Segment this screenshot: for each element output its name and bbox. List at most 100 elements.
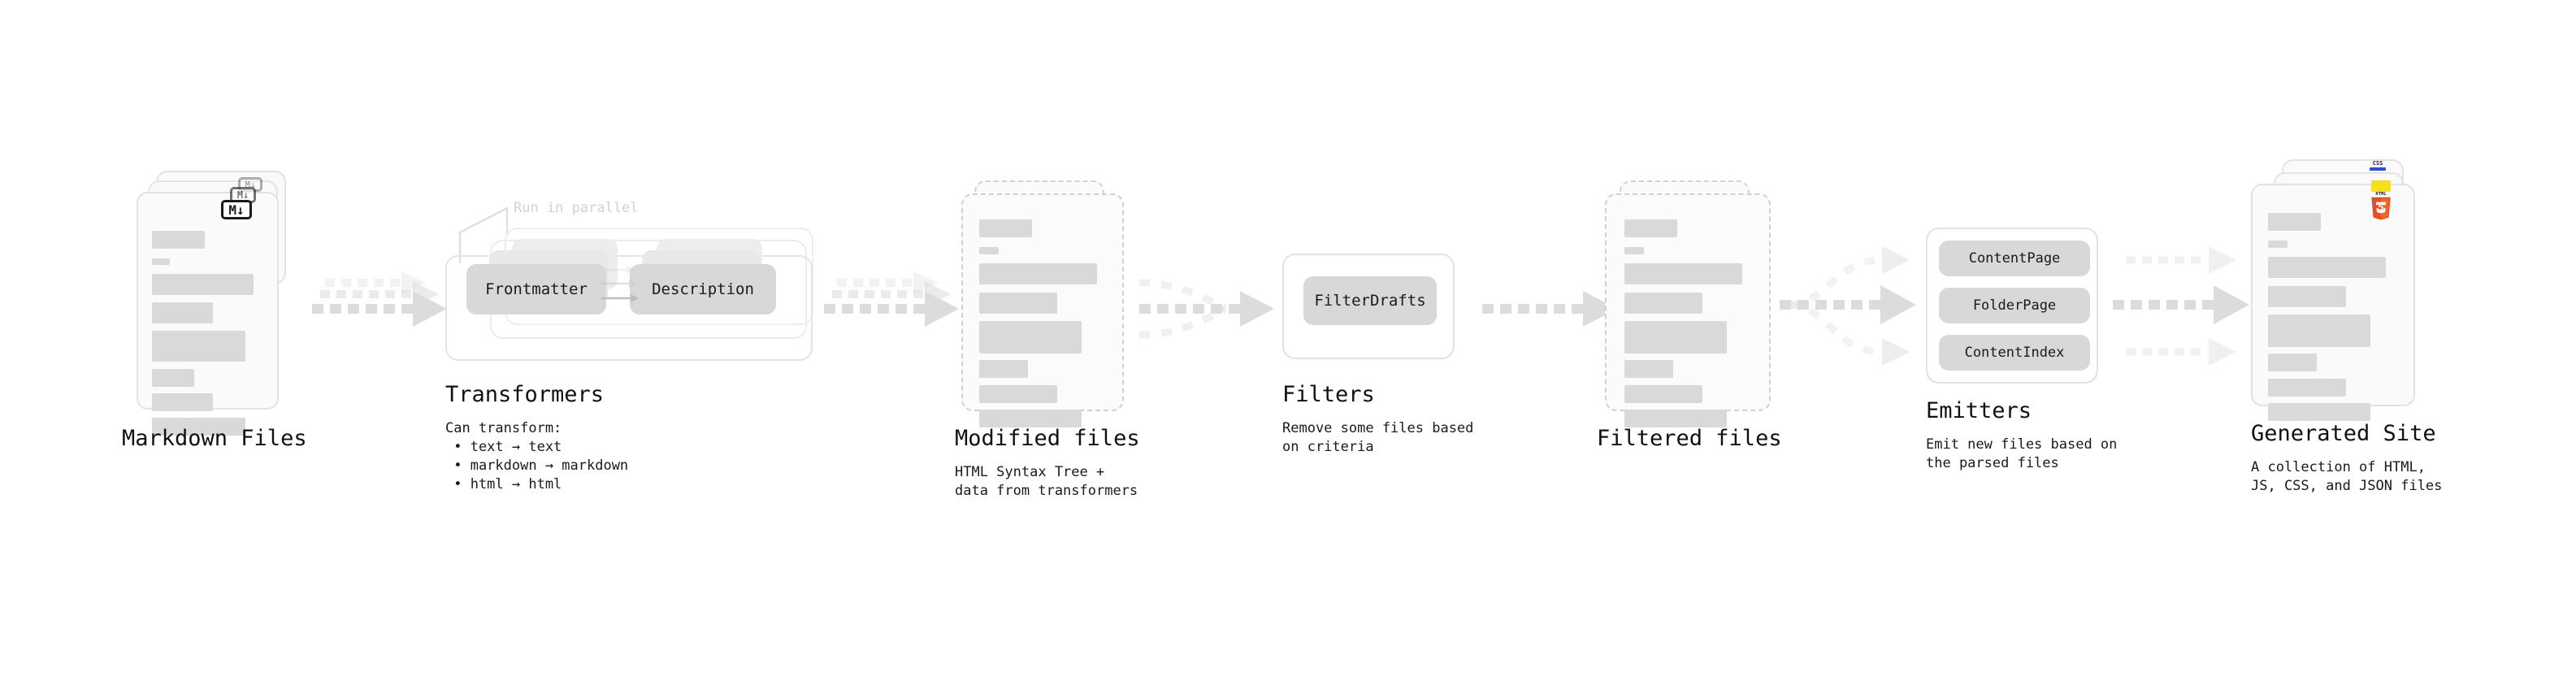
connector-modified-to-filters <box>1138 268 1292 349</box>
markdown-badge-front: M↓ <box>221 200 252 219</box>
markdown-badge-label: M↓ <box>228 202 245 218</box>
stage-subtitle-modified-files: HTML Syntax Tree + data from transformer… <box>955 464 1138 499</box>
skeleton-line <box>2268 403 2370 421</box>
converge-middle <box>1139 291 1274 327</box>
stage-subtitle-emitters: Emit new files based on the parsed files <box>1926 436 2118 471</box>
stage-emitters: ContentPage FolderPage ContentIndex Emit… <box>1926 0 2186 681</box>
run-in-parallel-note: Run in parallel <box>514 200 639 216</box>
site-card-front <box>2251 184 2415 421</box>
connector-filtered-to-emitters <box>1778 232 1924 378</box>
skeleton-line <box>979 293 1057 314</box>
filter-pill-filterdrafts[interactable]: FilterDrafts <box>1303 276 1437 325</box>
stage-title-filters: Filters <box>1282 382 1375 407</box>
html5-wordmark: HTML <box>2375 192 2387 197</box>
stage-subtitle-transformers: Can transform: • text → text • markdown … <box>445 420 629 492</box>
skeleton-line <box>152 369 194 387</box>
js-badge <box>2371 180 2391 192</box>
stage-filters: FilterDrafts Filters Remove some files b… <box>1282 0 1526 681</box>
skeleton-line <box>979 385 1057 403</box>
stage-title-generated-site: Generated Site <box>2251 421 2436 446</box>
stage-subtitle-filters: Remove some files based on criteria <box>1282 420 1474 455</box>
css-badge: CSS <box>2370 160 2386 171</box>
skeleton-line <box>979 321 1082 354</box>
skeleton-line <box>1624 360 1673 378</box>
skeleton-line <box>1624 247 1644 254</box>
filters-box: FilterDrafts <box>1282 254 1455 359</box>
emitter-pill-contentindex[interactable]: ContentIndex <box>1939 335 2090 371</box>
html5-numeral: 5 <box>2378 202 2383 213</box>
connector-emitters-to-site <box>2111 232 2257 378</box>
transformers-box-front: Frontmatter Description <box>445 239 813 361</box>
transformer-pill-label: Frontmatter <box>485 280 588 298</box>
arrow-top <box>2126 246 2236 274</box>
emitters-box: ContentPage FolderPage ContentIndex <box>1926 228 2098 384</box>
stage-title-markdown-files: Markdown Files <box>122 426 307 451</box>
stage-markdown-files: M↓ M↓ M↓ Markdown Files <box>122 0 333 681</box>
connector-transformers-to-modified <box>822 268 965 349</box>
skeleton-line <box>979 247 999 254</box>
converge-bottom <box>1138 306 1228 339</box>
skeleton-line <box>1624 293 1702 314</box>
stage-title-filtered-files: Filtered files <box>1597 426 1782 451</box>
connector-markdown-to-transformers <box>310 268 453 349</box>
arrow-layer-front <box>312 291 447 327</box>
skeleton-line <box>152 393 213 411</box>
emitter-pill-folderpage[interactable]: FolderPage <box>1939 288 2090 323</box>
stage-filtered-files: Filtered files <box>1597 0 1808 681</box>
skeleton-line <box>152 274 254 295</box>
stage-transformers: Run in parallel Frontmatter Description <box>445 0 835 681</box>
html5-badge: HTML 5 <box>2369 190 2393 221</box>
markdown-badge-label: M↓ <box>236 189 249 201</box>
transformer-pill-label: Description <box>652 280 754 298</box>
skeleton-line <box>979 219 1032 237</box>
branch-up-arrowhead <box>1882 246 1910 274</box>
markdown-card-front <box>137 192 279 436</box>
arrow-bottom <box>2126 338 2236 366</box>
emitter-pill-label: ContentPage <box>1968 250 2061 267</box>
stage-title-transformers: Transformers <box>445 382 605 407</box>
stage-modified-files: Modified files HTML Syntax Tree + data f… <box>955 0 1166 681</box>
skeleton-line <box>2268 257 2386 278</box>
skeleton-line <box>152 331 245 362</box>
stage-generated-site: CSS HTML 5 Generated Site A collection o… <box>2251 0 2511 681</box>
branch-up <box>1789 256 1881 309</box>
stage-title-emitters: Emitters <box>1926 398 2032 423</box>
skeleton-line <box>152 418 245 436</box>
skeleton-line <box>2268 379 2346 397</box>
css-badge-label: CSS <box>2372 160 2383 167</box>
run-in-parallel-bracket <box>458 206 509 263</box>
branch-middle <box>1780 285 1916 324</box>
transformer-pill-frontmatter[interactable]: Frontmatter <box>466 264 606 314</box>
skeleton-line <box>979 410 1082 427</box>
skeleton-line <box>979 263 1097 284</box>
skeleton-line <box>1624 219 1677 237</box>
arrow-middle <box>2113 285 2249 324</box>
filter-pill-label: FilterDrafts <box>1314 292 1426 310</box>
skeleton-line <box>979 360 1028 378</box>
stage-subtitle-generated-site: A collection of HTML, JS, CSS, and JSON … <box>2251 459 2443 494</box>
filtered-card-front <box>1605 193 1771 427</box>
branch-down <box>1789 301 1881 356</box>
skeleton-line <box>2268 354 2317 371</box>
skeleton-line <box>2268 286 2346 307</box>
skeleton-line <box>2268 213 2321 231</box>
skeleton-line <box>152 231 205 249</box>
connector-filters-to-filtered <box>1481 288 1627 337</box>
skeleton-line <box>1624 321 1727 354</box>
skeleton-line <box>2268 314 2370 347</box>
emitter-pill-contentpage[interactable]: ContentPage <box>1939 241 2090 276</box>
stage-title-modified-files: Modified files <box>955 426 1140 451</box>
modified-card-front <box>961 193 1124 427</box>
skeleton-line <box>2268 241 2288 248</box>
arrow-layer-front <box>824 291 959 327</box>
skeleton-line <box>1624 263 1742 284</box>
transformer-inner-arrows <box>598 266 639 302</box>
skeleton-line <box>152 258 170 265</box>
skeleton-line <box>152 302 213 323</box>
transformer-pill-description[interactable]: Description <box>630 264 776 314</box>
skeleton-line <box>1624 410 1727 427</box>
branch-down-arrowhead <box>1882 338 1910 366</box>
emitter-pill-label: FolderPage <box>1972 297 2057 314</box>
arrow-single <box>1482 291 1617 327</box>
